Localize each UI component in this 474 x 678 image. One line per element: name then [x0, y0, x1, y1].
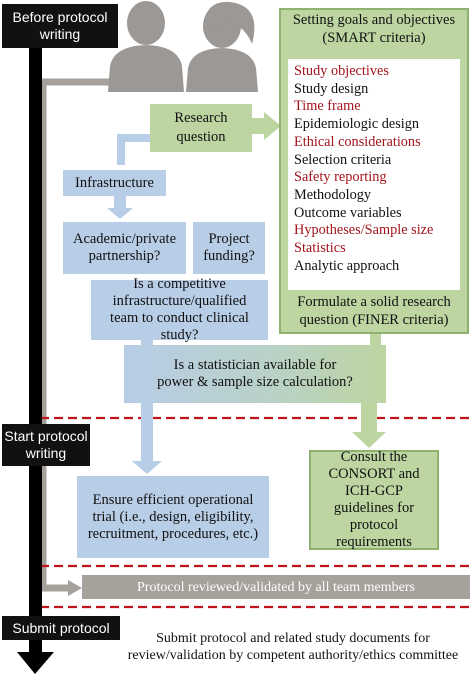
team-silhouettes-icon	[108, 1, 258, 92]
smart-criteria-list-panel	[288, 59, 460, 290]
research-question-box: Research question	[150, 104, 252, 152]
smart-criteria-item: Methodology	[294, 186, 372, 203]
review-arrowhead	[68, 580, 82, 596]
review-bar	[82, 575, 470, 599]
goals-title: Setting goals and objectives (SMART crit…	[292, 12, 456, 46]
funding-box: Project funding?	[193, 222, 265, 274]
infrastructure-down-arrow	[107, 196, 133, 219]
competitive-infrastructure-box: Is a competitive infrastructure/qualifie…	[91, 276, 268, 343]
goals-footer: Formulate a solid research question (FIN…	[297, 294, 451, 328]
submit-note: Submit protocol and related study docume…	[127, 631, 459, 663]
research-to-goals-arrow	[251, 112, 281, 140]
goals-to-statistician-arrow	[370, 330, 381, 346]
smart-criteria-item: Study design	[294, 80, 369, 97]
timeline-bar	[29, 44, 42, 656]
partnership-box: Academic/private partnership?	[63, 222, 186, 274]
smart-criteria-item: Ethical considerations	[294, 133, 421, 150]
timeline-arrowhead	[17, 652, 54, 674]
smart-criteria-item: Study objectives	[294, 63, 389, 79]
review-bar-label: Protocol reviewed/validated by all team …	[137, 579, 415, 595]
smart-criteria-item: Analytic approach	[294, 257, 400, 274]
consort-guidelines-box: Consult the CONSORT and ICH-GCP guidelin…	[309, 449, 439, 550]
smart-criteria-item: Time frame	[294, 98, 361, 115]
competitive-to-operational-arrow	[132, 332, 162, 474]
smart-criteria-item: Epidemiologic design	[294, 116, 420, 133]
phase-before-protocol-writing: Before protocol writing	[2, 4, 118, 48]
statistician-to-consort-arrow	[352, 400, 386, 448]
phase-start-protocol-writing: Start protocol writing	[2, 424, 90, 466]
people-to-review-connector	[39, 78, 110, 592]
research-to-infrastructure-arrow	[117, 134, 157, 165]
goals-objectives-panel: Setting goals and objectives (SMART crit…	[279, 8, 469, 334]
phase-submit-protocol: Submit protocol	[2, 616, 120, 640]
statistician-box: Is a statistician available for power & …	[124, 345, 386, 403]
smart-criteria-item: Outcome variables	[294, 204, 402, 221]
smart-criteria-item: Statistics	[294, 240, 346, 257]
smart-criteria-item: Selection criteria	[294, 151, 392, 168]
operational-trial-box: Ensure efficient operational trial (i.e.…	[77, 476, 269, 558]
smart-criteria-item: Hypotheses/Sample size	[294, 222, 434, 239]
infrastructure-box: Infrastructure	[63, 170, 166, 196]
smart-criteria-item: Safety reporting	[294, 169, 387, 186]
